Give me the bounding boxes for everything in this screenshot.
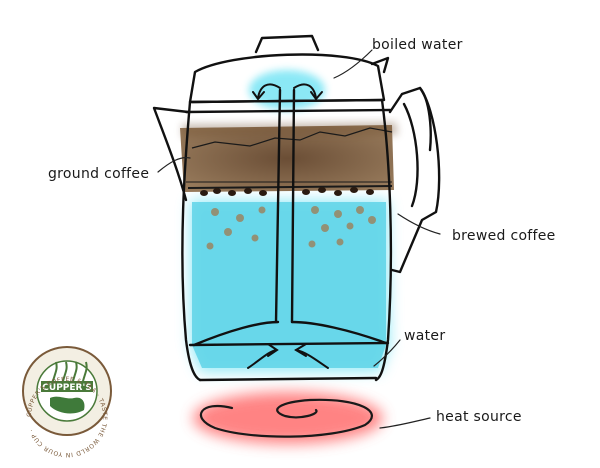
percolator-outline: [152, 34, 441, 382]
coffee-grounds: [180, 122, 398, 196]
cuppers-logo: CUPPER'S CUPPER'S COFFEE & TEA · TASTE T…: [22, 346, 112, 458]
brewed-coffee-particles: [206, 206, 376, 250]
label-heat-source: heat source: [436, 409, 522, 425]
label-ground-coffee: ground coffee: [48, 166, 150, 182]
water-flow-arrows: [247, 343, 329, 369]
logo-brand-text: CUPPER'S: [42, 383, 91, 393]
label-brewed-coffee: brewed coffee: [452, 228, 556, 244]
label-boiled-water: boiled water: [372, 37, 463, 53]
boiled-water-arrows: [252, 83, 323, 101]
label-water: water: [404, 328, 446, 344]
heat-source: [193, 392, 383, 444]
water-body: [190, 200, 390, 372]
leader-lines: [157, 49, 441, 429]
